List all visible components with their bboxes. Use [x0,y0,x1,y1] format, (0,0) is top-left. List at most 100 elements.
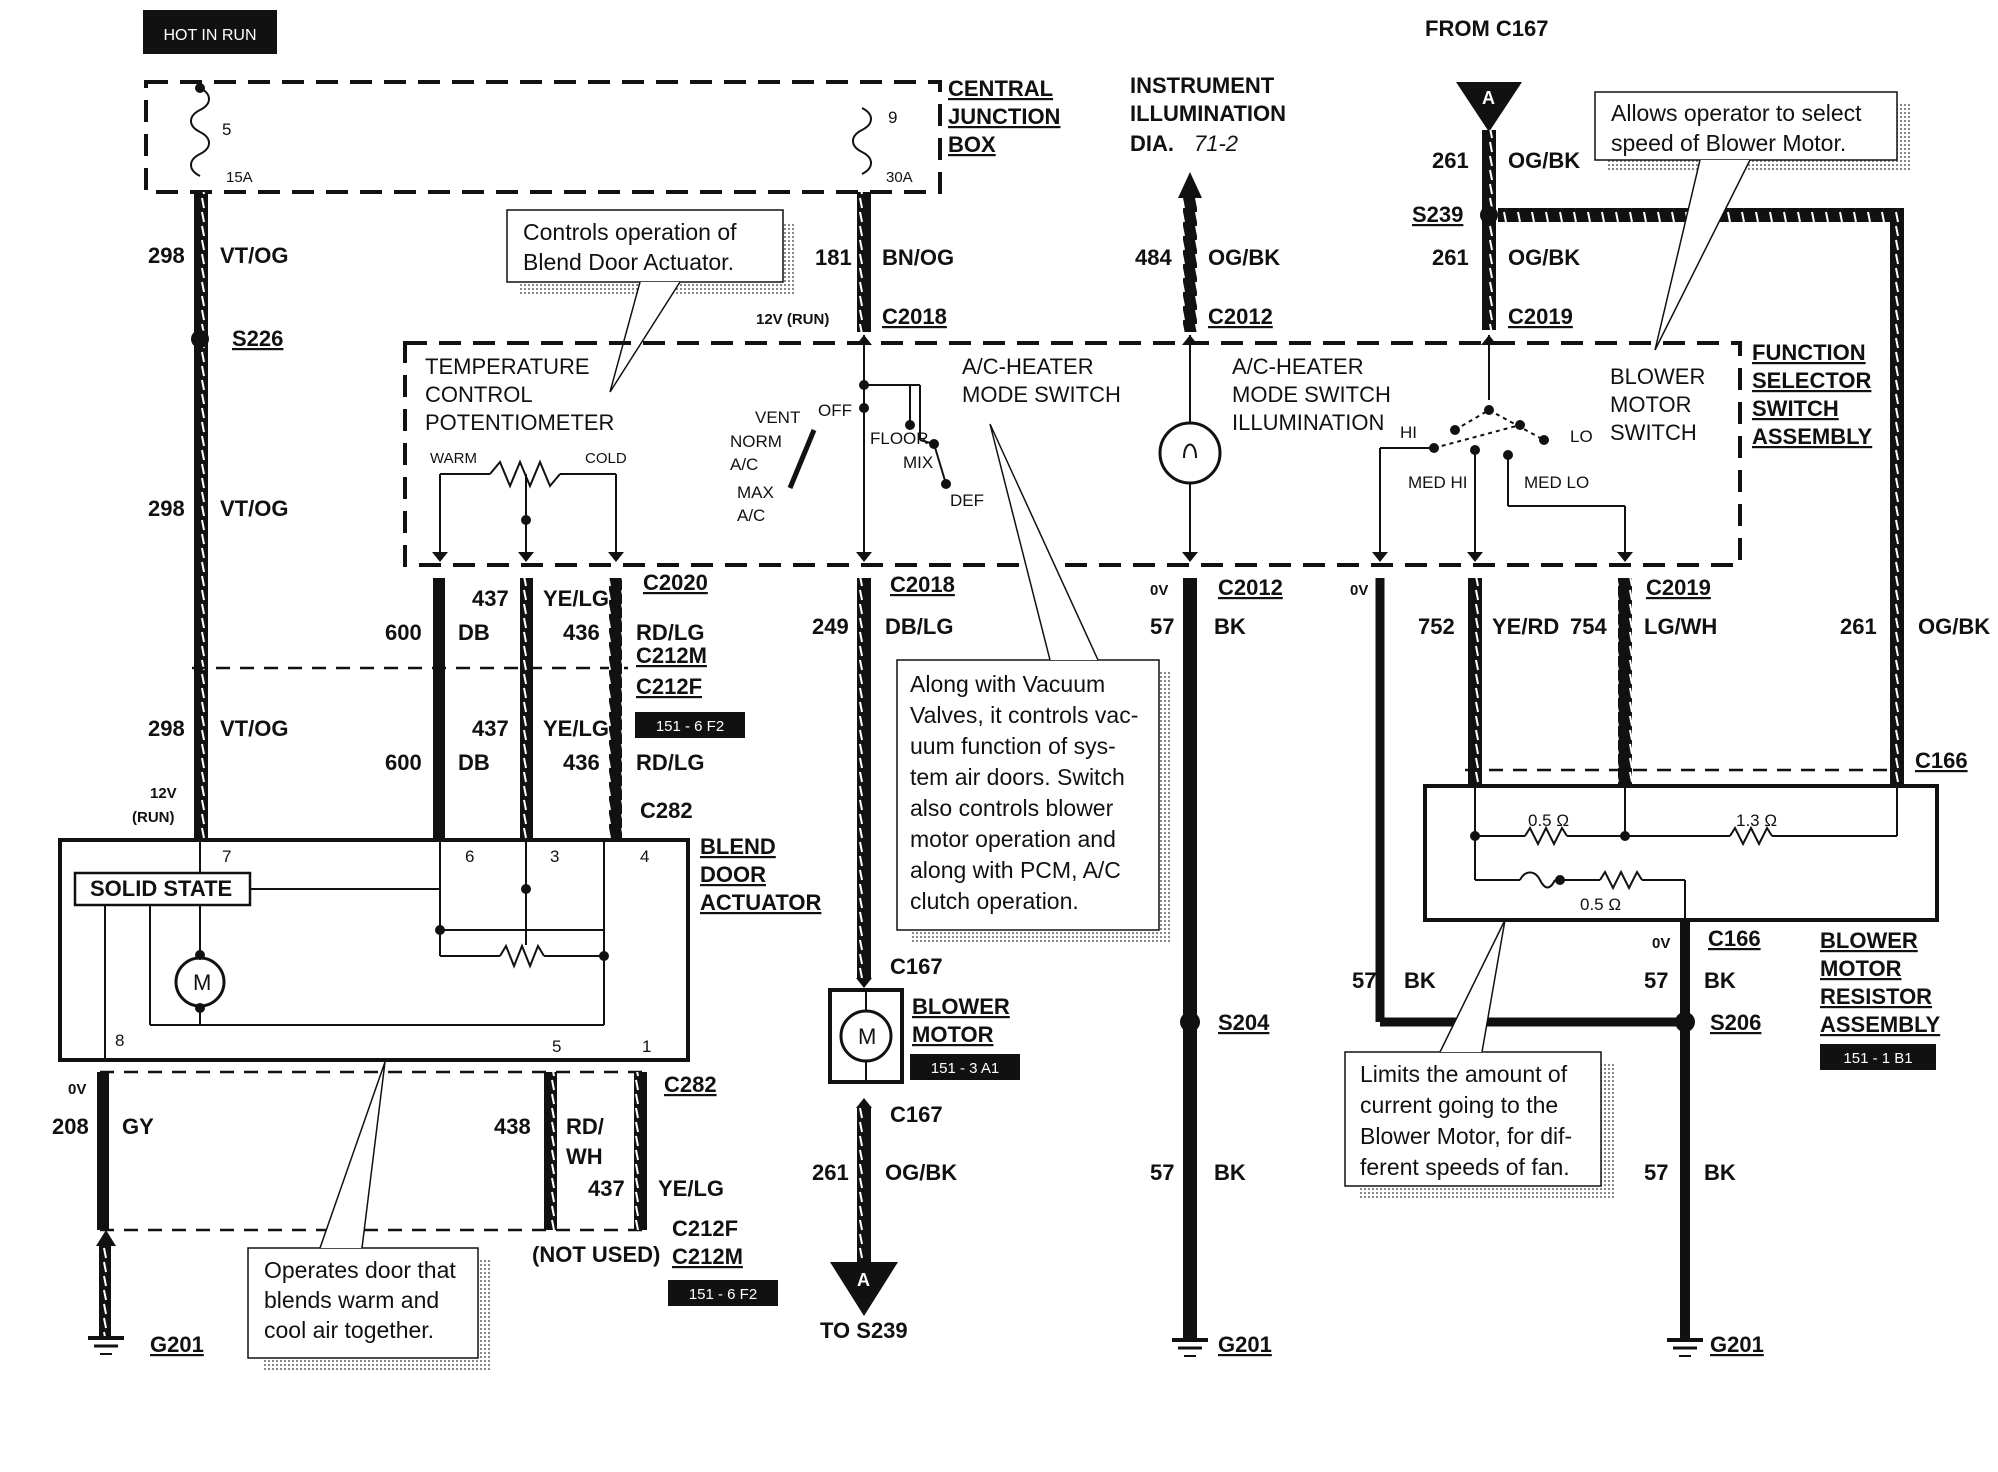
svg-text:WH: WH [566,1144,603,1169]
svg-text:1.3 Ω: 1.3 Ω [1736,811,1777,830]
svg-text:INSTRUMENT: INSTRUMENT [1130,73,1275,98]
lamp-icon [1158,421,1222,485]
svg-text:MODE SWITCH: MODE SWITCH [1232,382,1391,407]
svg-text:C2012: C2012 [1218,575,1283,600]
svg-text:600: 600 [385,750,422,775]
svg-text:C2012: C2012 [1208,304,1273,329]
blower-motor-resistor-assembly: 0.5 Ω 1.3 Ω 0.5 Ω [1423,784,1939,922]
svg-text:M: M [858,1024,876,1049]
wire-752 [1468,578,1482,770]
svg-text:(NOT USED): (NOT USED) [532,1242,660,1267]
svg-text:C166: C166 [1915,748,1968,773]
svg-text:298: 298 [148,496,185,521]
svg-text:437: 437 [472,586,509,611]
svg-text:C282: C282 [640,798,693,823]
svg-text:G201: G201 [150,1332,204,1357]
wire-261-top [1482,130,1496,330]
svg-text:RD/LG: RD/LG [636,750,704,775]
svg-text:DIA.: DIA. [1130,131,1174,156]
svg-text:FLOOR: FLOOR [870,429,929,448]
ground-icon [1667,1338,1703,1357]
svg-text:DB: DB [458,620,490,645]
wire-57-center [1183,578,1197,1338]
svg-text:181: 181 [815,245,852,270]
svg-text:57: 57 [1644,1160,1668,1185]
svg-text:OG/BK: OG/BK [1508,148,1580,173]
svg-text:MOTOR: MOTOR [912,1022,994,1047]
hot-in-run-label: HOT IN RUN [143,10,277,54]
svg-text:BK: BK [1214,1160,1246,1185]
svg-text:261: 261 [1432,148,1469,173]
svg-text:Blend Door Actuator.: Blend Door Actuator. [523,249,734,275]
svg-text:BLOWER: BLOWER [1610,364,1705,389]
svg-text:SWITCH: SWITCH [1610,420,1697,445]
wire-484 [1183,196,1197,332]
svg-text:151 - 3 A1: 151 - 3 A1 [931,1060,999,1077]
svg-text:57: 57 [1352,968,1376,993]
svg-text:MODE SWITCH: MODE SWITCH [962,382,1121,407]
svg-text:57: 57 [1150,1160,1174,1185]
wire-261-right [1890,208,1904,768]
ground-icon [1172,1338,1208,1357]
blower-motor: M [828,988,904,1084]
svg-text:YE/RD: YE/RD [1492,614,1559,639]
svg-text:S226: S226 [232,326,283,351]
svg-text:71-2: 71-2 [1194,131,1238,156]
svg-text:COLD: COLD [585,450,627,467]
note-vacuum: Along with Vacuum Valves, it controls va… [896,423,1172,944]
svg-text:MAX: MAX [737,483,774,502]
svg-text:OG/BK: OG/BK [1918,614,1990,639]
svg-text:4: 4 [640,847,649,866]
svg-text:0V: 0V [1150,582,1168,599]
svg-text:A: A [857,1270,870,1290]
wire-208 [97,1072,109,1230]
svg-text:NORM: NORM [730,432,782,451]
note-limits-current: Limits the amount of current going to th… [1344,919,1614,1200]
svg-text:C212M: C212M [636,643,707,668]
svg-text:TEMPERATURE: TEMPERATURE [425,354,590,379]
svg-text:57: 57 [1150,614,1174,639]
svg-text:motor operation and: motor operation and [910,826,1116,852]
svg-text:S204: S204 [1218,1010,1270,1035]
function-selector-box [403,341,1742,567]
svg-text:BK: BK [1704,968,1736,993]
arrows [432,335,1633,562]
svg-text:VT/OG: VT/OG [220,243,288,268]
svg-text:0.5 Ω: 0.5 Ω [1528,811,1569,830]
svg-text:C2018: C2018 [882,304,947,329]
svg-text:M: M [193,970,211,995]
svg-text:BOX: BOX [948,132,996,157]
svg-text:438: 438 [494,1114,531,1139]
svg-text:A/C-HEATER: A/C-HEATER [962,354,1094,379]
svg-text:9: 9 [888,108,897,127]
arrow-up-instrument [1178,172,1202,198]
svg-text:CENTRAL: CENTRAL [948,76,1053,101]
splice-s226 [191,330,209,348]
svg-text:C212M: C212M [672,1244,743,1269]
svg-text:also controls blower: also controls blower [910,795,1114,821]
svg-text:298: 298 [148,716,185,741]
svg-text:30A: 30A [886,169,913,186]
svg-text:MOTOR: MOTOR [1610,392,1691,417]
svg-text:C167: C167 [890,954,943,979]
ground-icon [88,1336,124,1355]
svg-text:YE/LG: YE/LG [543,716,609,741]
svg-text:Operates door that: Operates door that [264,1257,456,1283]
svg-text:OG/BK: OG/BK [1208,245,1280,270]
splice-s204 [1180,1012,1200,1032]
svg-text:S206: S206 [1710,1010,1761,1035]
svg-text:437: 437 [472,716,509,741]
svg-text:261: 261 [1840,614,1877,639]
svg-text:151 - 1 B1: 151 - 1 B1 [1843,1050,1912,1067]
svg-text:G201: G201 [1218,1332,1272,1357]
mode-switch-illumination: A/C-HEATER MODE SWITCH ILLUMINATION [1158,335,1391,558]
svg-text:208: 208 [52,1114,89,1139]
svg-text:MOTOR: MOTOR [1820,956,1902,981]
svg-text:clutch operation.: clutch operation. [910,888,1079,914]
svg-text:BK: BK [1214,614,1246,639]
svg-text:FUNCTION: FUNCTION [1752,340,1866,365]
svg-text:ACTUATOR: ACTUATOR [700,890,822,915]
svg-text:SELECTOR: SELECTOR [1752,368,1872,393]
svg-text:C166: C166 [1708,926,1761,951]
svg-text:BLOWER: BLOWER [1820,928,1918,953]
